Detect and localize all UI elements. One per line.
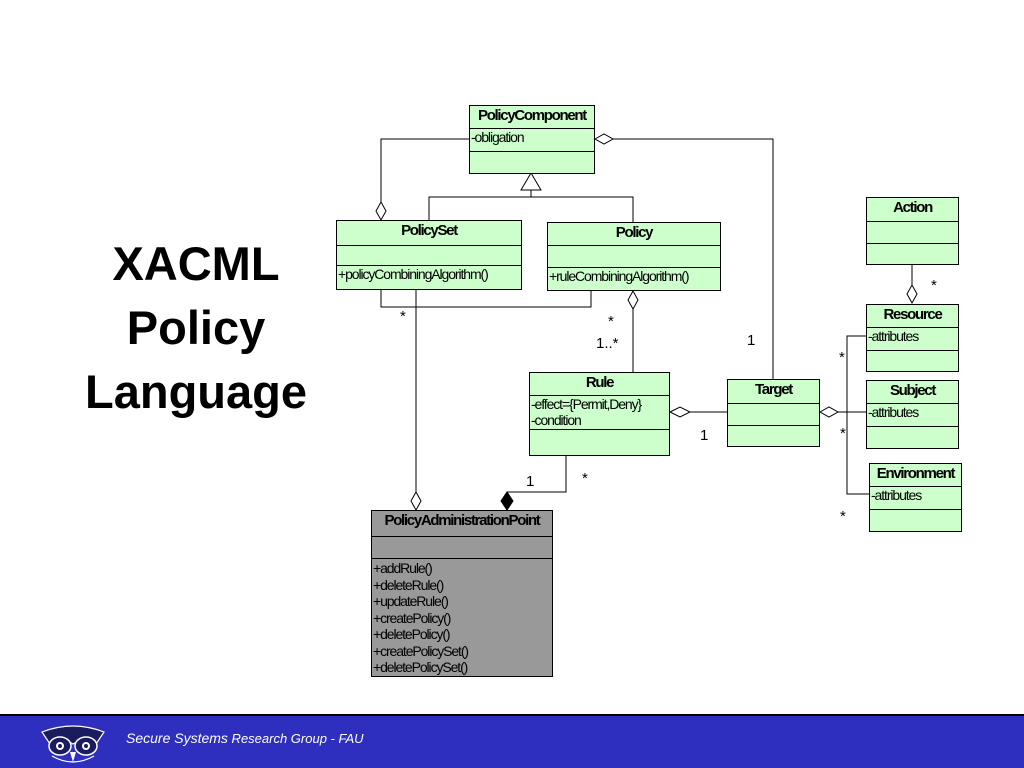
pap-policyset-diamond [410,490,422,512]
footer-bar: Secure Systems Research Group - FAU [0,714,1024,768]
class-operation: +deletePolicy() [373,626,451,642]
generalization-line [428,190,634,222]
policyset-policy-link [380,289,592,308]
multiplicity-target-resource: * [839,349,845,366]
multiplicity-pap-rule-star: * [582,470,588,487]
multiplicity-target-environment: * [840,508,846,525]
component-policyset-aggregation-line [380,138,469,202]
class-operation: +deletePolicySet() [373,659,468,675]
class-attribute: -attributes [867,328,958,351]
class-policy-component: PolicyComponent -obligation [469,105,595,174]
class-resource: Resource -attributes [866,304,959,372]
footer-text-main: Secure Systems [126,730,228,746]
multiplicity-target-subject: * [840,425,846,442]
slide-title: XACML Policy Language [40,232,352,424]
class-operation: +createPolicySet() [373,642,469,659]
component-target-aggregation-line [613,138,774,379]
pap-rule-composition-diamond [500,491,514,511]
class-policy-set: PolicySet +policyCombiningAlgorithm() [336,220,522,290]
footer-text-rest: Research Group - FAU [227,731,364,746]
multiplicity-component-target: 1 [747,332,756,349]
target-children-lines [838,335,869,495]
class-target: Target [727,379,820,447]
class-policy: Policy +ruleCombiningAlgorithm() [547,222,721,291]
pap-rule-line [507,455,567,493]
class-attribute: -attributes [867,404,958,427]
class-policy-administration-point: PolicyAdministrationPoint +addRule() +de… [371,510,553,677]
class-attribute: -condition [531,412,582,428]
class-name: Resource [867,305,958,328]
uml-diagram-connectors [375,133,918,512]
class-attribute: -attributes [870,487,961,510]
class-name: Target [728,380,819,404]
class-rule: Rule -effect={Permit,Deny} -condition [529,372,670,456]
class-operation: +updateRule() [373,593,449,609]
class-name: PolicyComponent [470,106,594,129]
class-name: PolicySet [337,221,521,246]
rule-target-diamond [668,406,692,418]
title-line-1: XACML [112,237,280,290]
class-attribute: -effect={Permit,Deny} [531,396,642,412]
class-name: Environment [870,464,961,487]
multiplicity-pap-rule-one: 1 [526,473,535,490]
class-attributes-empty [867,222,958,244]
class-operations: +addRule() +deleteRule() +updateRule() +… [372,559,552,676]
class-operation: +createPolicy() [373,609,451,626]
generalization-triangle [520,172,542,191]
resource-action-diamond [906,283,918,305]
class-attribute: -obligation [470,129,594,152]
footer-text: Secure Systems Research Group - FAU [126,730,364,746]
class-operation: +deleteRule() [373,576,444,593]
multiplicity-rule-target: 1 [700,427,709,444]
class-attributes: -effect={Permit,Deny} -condition [530,396,669,430]
class-operation: +addRule() [373,560,433,576]
class-attributes-empty [337,246,521,266]
class-name: Action [867,198,958,222]
owl-logo-icon [41,725,105,763]
policy-rule-diamond [627,289,639,311]
class-name: PolicyAdministrationPoint [372,511,552,537]
class-attributes-empty [548,246,720,268]
class-operation: +ruleCombiningAlgorithm() [549,268,690,284]
class-action: Action [866,197,959,265]
multiplicity-policyset-pap: * [400,308,406,325]
class-name: Subject [867,381,958,404]
class-name: Policy [548,223,720,246]
multiplicity-action-resource: * [931,277,937,294]
class-attributes-empty [372,537,552,559]
title-line-3: Language [85,365,307,418]
title-line-2: Policy [126,301,266,354]
multiplicity-policy-rule-star: * [608,313,614,330]
class-name: Rule [530,373,669,396]
class-subject: Subject -attributes [866,380,959,449]
class-operation: +policyCombiningAlgorithm() [338,266,489,282]
class-environment: Environment -attributes [869,463,962,532]
component-aggregation-diamond [593,133,615,145]
policyset-aggregation-diamond [375,200,387,222]
class-attributes-empty [728,404,819,426]
multiplicity-policy-rule-range: 1..* [596,335,619,352]
target-aggregation-diamond [818,406,840,418]
